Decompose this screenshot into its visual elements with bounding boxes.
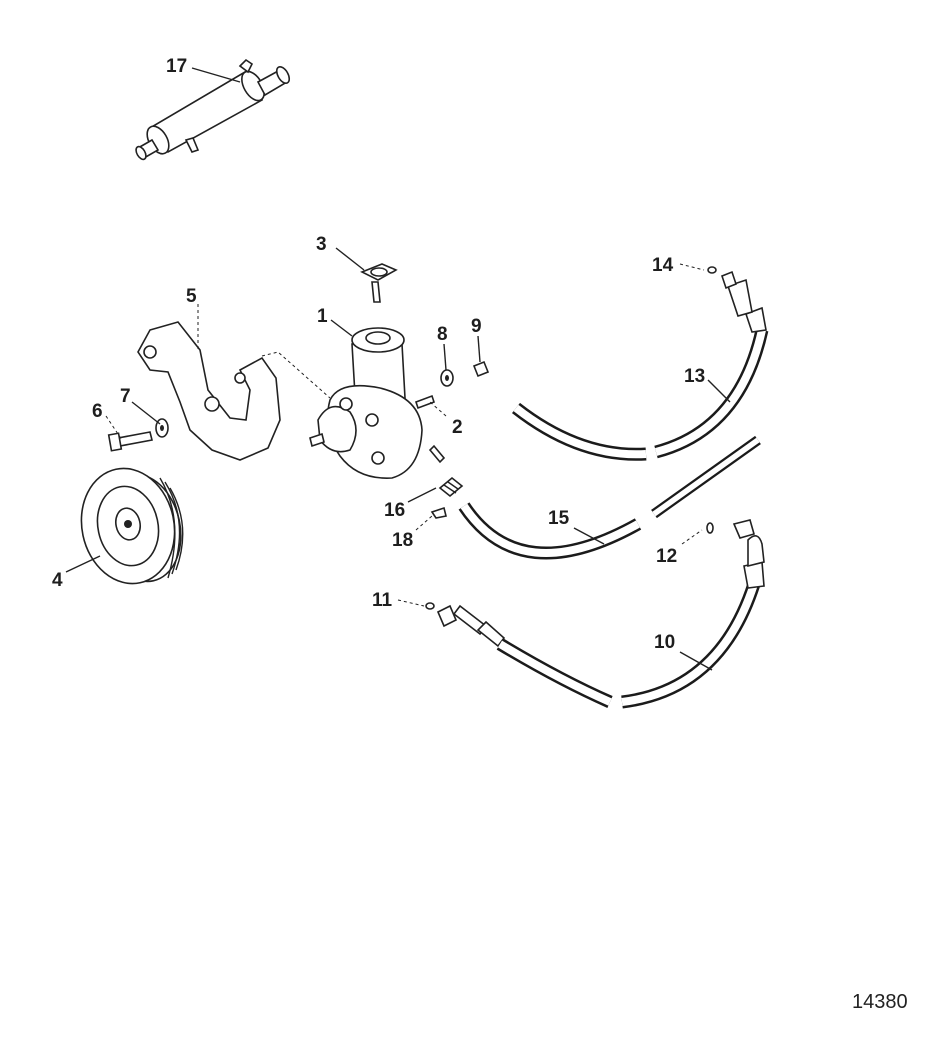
leader-lines (65, 67, 731, 671)
clamp-18-part (430, 506, 447, 519)
callout-8: 8 (437, 324, 448, 345)
power-steering-pump-part (309, 327, 446, 479)
callout-labels: 17 3 1 5 8 9 7 6 2 14 13 16 15 18 12 4 1… (52, 56, 705, 653)
pump-stud-part (414, 394, 436, 410)
callout-14: 14 (652, 255, 674, 276)
callout-13: 13 (684, 366, 705, 387)
o-ring-14-part (707, 266, 717, 274)
bolt-part (107, 431, 153, 452)
callout-15: 15 (548, 508, 570, 529)
o-ring-11-part (425, 602, 435, 610)
callout-12: 12 (656, 546, 677, 567)
callout-1: 1 (317, 306, 328, 327)
callout-10: 10 (654, 632, 675, 653)
callout-3: 3 (316, 234, 327, 255)
fitting-16-part (438, 476, 464, 498)
callout-5: 5 (186, 286, 197, 307)
callout-7: 7 (120, 386, 131, 407)
o-ring-12-part (706, 522, 714, 534)
pulley-part (80, 467, 184, 585)
callout-6: 6 (92, 401, 103, 422)
reservoir-cap-part (360, 263, 398, 303)
callout-16: 16 (384, 500, 405, 521)
callout-2: 2 (452, 417, 463, 438)
return-hose-13-part (511, 270, 769, 461)
mounting-bracket-part (137, 321, 281, 461)
callout-17: 17 (166, 56, 187, 77)
callout-9: 9 (471, 316, 482, 337)
callout-11: 11 (372, 590, 393, 611)
callout-18: 18 (392, 530, 413, 551)
figure-number: 14380 (852, 991, 908, 1013)
pressure-hose-10-part (436, 519, 765, 709)
callout-4: 4 (52, 570, 63, 591)
return-hose-15-part (458, 435, 761, 560)
nut-9-part (472, 360, 490, 378)
oil-cooler-part (135, 58, 291, 161)
washer-8-part (440, 369, 454, 387)
